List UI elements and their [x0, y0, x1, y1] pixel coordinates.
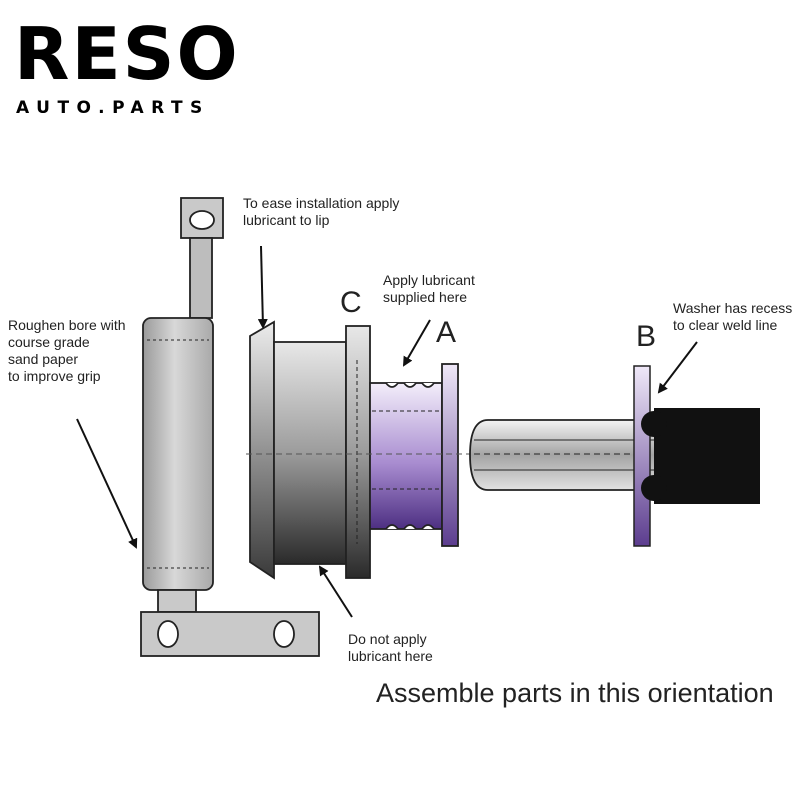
note-no-lubricant-line: Do not apply: [348, 631, 427, 647]
arrow-washer-recess: [657, 341, 698, 394]
bush-c: [249, 320, 371, 580]
arrow-no-lubricant: [318, 565, 353, 618]
shock-body: [142, 317, 214, 591]
part-label-b: B: [636, 320, 657, 353]
arrow-ease-install: [257, 245, 268, 329]
arrow-apply-lubricant: [402, 319, 431, 367]
note-apply-lubricant-line: Apply lubricant: [383, 272, 475, 288]
bush-c-flange: [345, 325, 371, 579]
suspension-arm: [641, 408, 760, 504]
part-label-a: A: [436, 316, 457, 349]
note-roughen-bore-line: sand paper: [8, 351, 79, 367]
note-no-lubricant: Do not apply lubricant here: [348, 631, 433, 665]
note-roughen-bore-line: Roughen bore with: [8, 317, 126, 333]
bush-a-flange: [441, 363, 459, 547]
bush-a-body: [369, 382, 443, 530]
note-no-lubricant-line: lubricant here: [348, 648, 433, 664]
note-roughen-bore-line: to improve grip: [8, 368, 101, 384]
brand-tagline: AUTO.PARTS: [16, 98, 210, 118]
diagram-caption: Assemble parts in this orientation: [376, 678, 774, 708]
note-roughen-bore-line: course grade: [8, 334, 90, 350]
note-roughen-bore: Roughen bore with course grade sand pape…: [8, 317, 126, 385]
note-washer-recess: Washer has recess to clear weld line: [673, 300, 792, 334]
leader-arrows: [76, 245, 698, 618]
shock-absorber: [140, 197, 320, 657]
washer-b: [633, 365, 651, 547]
bush-c-body: [273, 341, 347, 565]
shaft: [469, 419, 661, 491]
note-ease-install: To ease installation apply lubricant to …: [243, 195, 399, 229]
note-ease-install-line: lubricant to lip: [243, 212, 330, 228]
shock-rod: [189, 237, 213, 319]
brand-logo: RESO: [14, 12, 240, 96]
note-apply-lubricant: Apply lubricant supplied here: [383, 272, 475, 306]
bush-a: [369, 363, 459, 547]
note-washer-recess-line: Washer has recess: [673, 300, 793, 316]
arrow-roughen-bore: [76, 418, 138, 549]
note-washer-recess-line: to clear weld line: [673, 317, 778, 333]
note-ease-install-line: To ease installation apply: [243, 195, 400, 211]
note-apply-lubricant-line: supplied here: [383, 289, 468, 305]
bush-c-lip: [249, 320, 275, 580]
part-label-c: C: [340, 286, 362, 319]
